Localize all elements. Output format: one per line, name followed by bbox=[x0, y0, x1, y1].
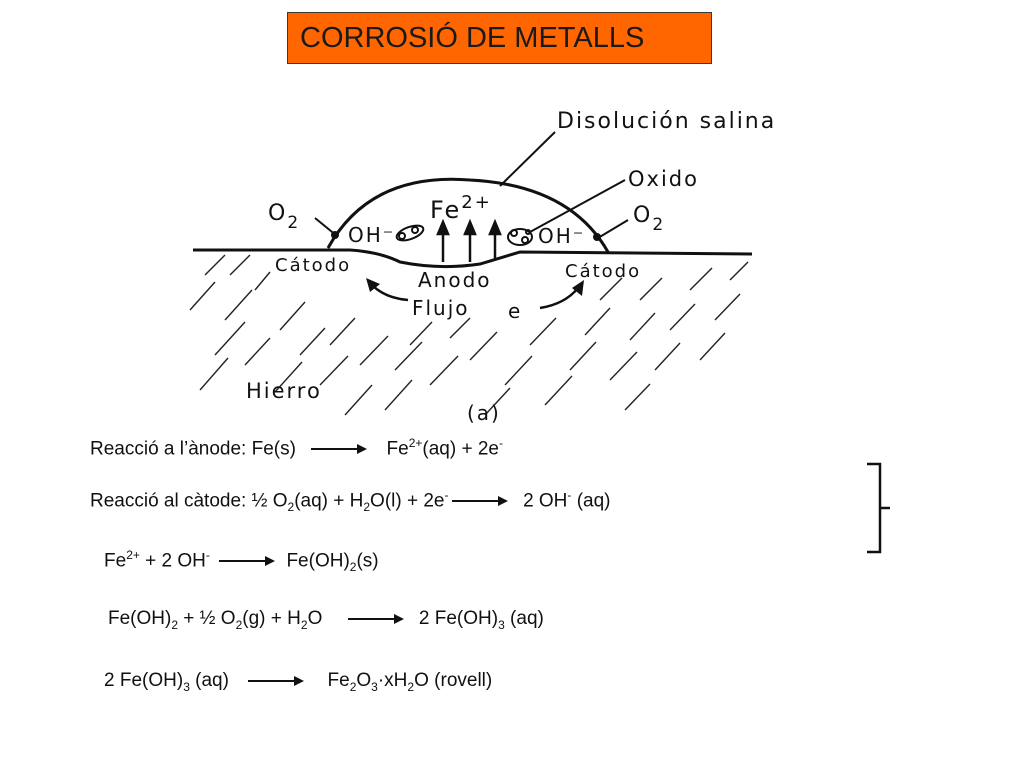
corrosion-diagram: Disolución salina Oxido O2 O2 OH⁻ OH⁻ Fe… bbox=[189, 109, 776, 425]
reaction-arrow-icon bbox=[248, 674, 305, 688]
slide-title: CORROSIÓ DE METALLS bbox=[287, 12, 712, 64]
equation-oxidation: Fe(OH)2 + ½ O2(g) + H2O 2 Fe(OH)3 (aq) bbox=[108, 608, 544, 632]
label-electron: e bbox=[508, 299, 522, 323]
electron-flow-arrowhead-right bbox=[572, 280, 584, 296]
label-anode: Anodo bbox=[418, 268, 492, 292]
label-oh-right: OH⁻ bbox=[538, 224, 585, 248]
oxide-deposits bbox=[395, 224, 533, 246]
metal-surface-line bbox=[193, 248, 753, 269]
reaction-arrow-icon bbox=[451, 494, 508, 508]
label-cathode-right: Cátodo bbox=[565, 261, 641, 282]
leader-o2-left bbox=[314, 217, 338, 237]
reaction-arrow-icon bbox=[347, 612, 404, 626]
reaction-arrow-icon bbox=[311, 442, 368, 456]
equation-hydroxide: Fe2+ + 2 OH- Fe(OH)2(s) bbox=[104, 548, 379, 575]
equation-cathode: Reacció al càtode: ½ O2(aq) + H2O(l) + 2… bbox=[90, 488, 611, 515]
label-o2-left: O2 bbox=[268, 201, 300, 233]
equation-rust: 2 Fe(OH)3 (aq) Fe2O3·xH2O (rovell) bbox=[104, 670, 493, 694]
label-fe-ion: Fe2+ bbox=[430, 192, 492, 224]
electron-flow-arrowhead-left bbox=[366, 278, 380, 292]
label-oxide: Oxido bbox=[628, 167, 699, 191]
electron-flow-arrow-right bbox=[539, 287, 579, 310]
slide-title-text: CORROSIÓ DE METALLS bbox=[300, 22, 645, 54]
equation-anode: Reacció a l’ànode: Fe(s) Fe2+(aq) + 2e- bbox=[90, 436, 503, 460]
label-figure-a: (a) bbox=[467, 401, 501, 425]
combine-bracket bbox=[867, 462, 890, 554]
reaction-arrow-icon bbox=[219, 554, 276, 568]
label-electron-flow: Flujo bbox=[412, 296, 470, 320]
label-oh-left: OH⁻ bbox=[348, 223, 395, 247]
fe-ion-arrows bbox=[436, 218, 502, 262]
leader-solution bbox=[499, 131, 556, 187]
leader-oxide bbox=[529, 179, 626, 233]
salt-solution-droplet bbox=[326, 177, 610, 253]
label-cathode-left: Cátodo bbox=[275, 255, 351, 276]
label-o2-right: O2 bbox=[633, 203, 665, 235]
leader-o2-right bbox=[597, 219, 629, 239]
o2-contact-dot-right bbox=[593, 233, 601, 241]
label-iron: Hierro bbox=[246, 379, 322, 403]
electron-flow-arrow-left bbox=[371, 284, 409, 302]
label-salt-solution: Disolución salina bbox=[557, 109, 776, 134]
iron-hatching bbox=[189, 254, 749, 416]
